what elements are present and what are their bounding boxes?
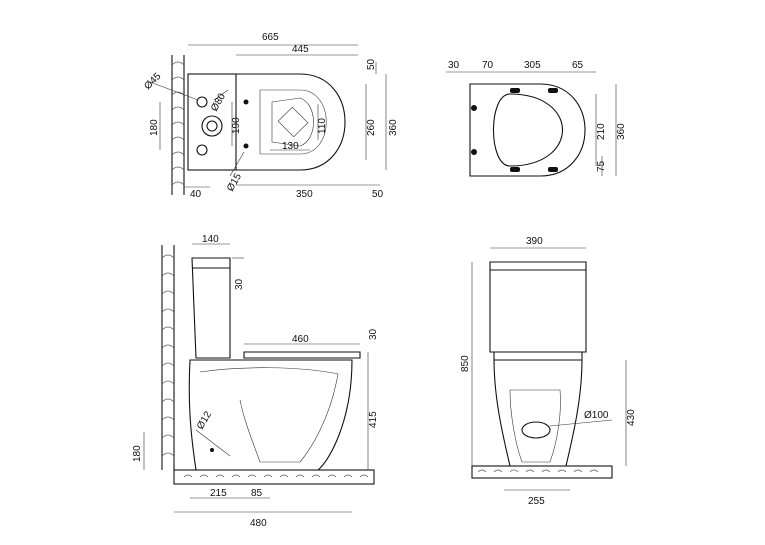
dim-base-255: 255 xyxy=(528,496,545,507)
dim-height-415: 415 xyxy=(368,411,379,428)
dim-width-260: 260 xyxy=(366,119,377,136)
dim-hole-small: Ø45 xyxy=(142,71,163,92)
bowl-outline-side xyxy=(188,359,353,471)
dim-480: 480 xyxy=(250,518,267,529)
dim-seat-305: 305 xyxy=(524,60,541,71)
wall-hatch-top xyxy=(171,55,185,195)
dim-height-430: 430 xyxy=(626,409,637,426)
dim-seat-65: 65 xyxy=(572,60,584,71)
dim-seat-360: 360 xyxy=(616,123,627,140)
seat-view: 30 70 305 65 210 360 75 xyxy=(446,60,627,177)
dim-seat-length: 460 xyxy=(292,334,309,345)
dim-hole-large: Ø80 xyxy=(209,91,228,113)
dim-bowl-length: 445 xyxy=(292,44,309,55)
dim-seat-210: 210 xyxy=(596,123,607,140)
top-view: 665 445 50 Ø45 Ø80 180 190 110 130 260 3… xyxy=(142,32,399,200)
dim-height-850: 850 xyxy=(460,355,471,372)
dim-seat-70: 70 xyxy=(482,60,494,71)
dim-inlet-spacing: 180 xyxy=(149,119,160,136)
front-view: 390 850 Ø100 430 255 xyxy=(460,236,637,507)
dim-outlet-dia-side: Ø12 xyxy=(195,409,214,431)
dim-offset-bottom: 50 xyxy=(372,189,384,200)
tank-outline-top xyxy=(187,73,237,171)
dim-seat-thickness: 30 xyxy=(368,328,379,340)
dim-inner-opening: 110 xyxy=(317,118,328,134)
dim-wall-gap: 40 xyxy=(190,189,202,200)
seat-outline xyxy=(469,83,586,177)
dim-length-350: 350 xyxy=(296,189,313,200)
tank-outline-side xyxy=(191,257,231,359)
wall-hatch-side xyxy=(161,245,175,470)
dim-bolt-spacing: 190 xyxy=(231,117,242,134)
inlet-hole-large xyxy=(201,115,223,137)
dim-overall-length: 665 xyxy=(262,32,279,43)
seat-side xyxy=(243,351,361,359)
dim-outlet-dia-front: Ø100 xyxy=(584,410,609,421)
dim-tank-depth: 140 xyxy=(202,234,219,245)
tank-outline-front xyxy=(489,261,587,353)
outlet-opening xyxy=(521,421,551,439)
dim-bolt-dia: Ø15 xyxy=(225,171,244,193)
inlet-hole-small xyxy=(196,96,208,108)
side-view: 140 30 460 30 415 180 Ø12 215 85 480 xyxy=(132,234,379,529)
dim-85: 85 xyxy=(251,488,263,499)
dim-width-360: 360 xyxy=(388,119,399,136)
dim-tank-top: 30 xyxy=(234,278,245,290)
bowl-outline-top xyxy=(236,73,346,171)
bowl-outline-front xyxy=(493,359,583,467)
dim-bowl-inner-width: 130 xyxy=(282,141,299,152)
dim-width-390: 390 xyxy=(526,236,543,247)
dim-215: 215 xyxy=(210,488,227,499)
dim-outlet-height: 180 xyxy=(132,445,143,462)
dim-seat-75: 75 xyxy=(596,160,607,172)
dim-seat-30: 30 xyxy=(448,60,460,71)
dim-offset-top: 50 xyxy=(366,58,377,70)
